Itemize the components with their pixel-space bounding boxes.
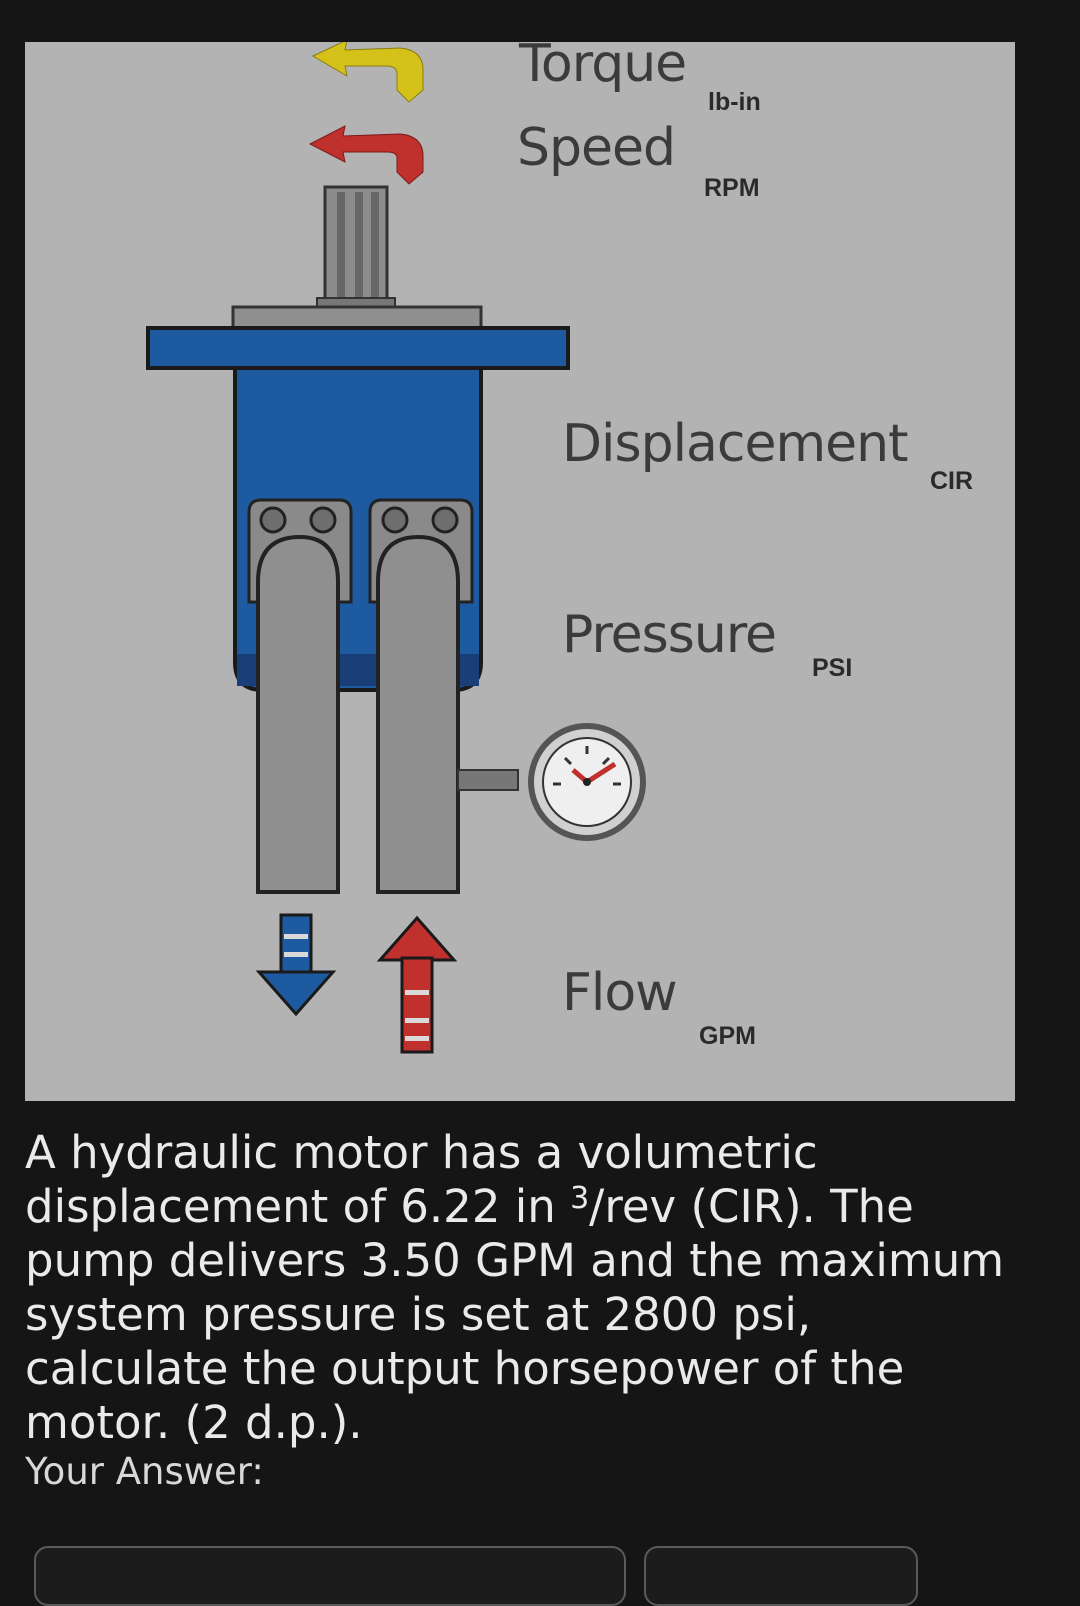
flow-out-arrow-icon — [255, 913, 337, 1017]
flow-unit-label: GPM — [699, 1022, 756, 1050]
answer-input[interactable] — [34, 1546, 626, 1606]
question-text-part2: /rev (CIR). The pump delivers 3.50 GPM a… — [25, 1180, 1005, 1449]
pipe-left — [256, 534, 340, 894]
flow-label: Flow — [562, 963, 678, 1023]
torque-unit-label: lb-in — [708, 88, 761, 116]
question-superscript: 3 — [570, 1181, 590, 1216]
pressure-label: Pressure — [562, 605, 777, 665]
answer-label: Your Answer: — [25, 1450, 264, 1493]
hydraulic-motor-diagram — [146, 42, 646, 1054]
motor-pilot — [231, 305, 483, 331]
displacement-label: Displacement — [562, 414, 908, 474]
torque-arrow-icon — [311, 42, 424, 103]
pressure-unit-label: PSI — [812, 654, 853, 682]
speed-arrow-icon — [308, 125, 424, 185]
displacement-unit-label: CIR — [930, 467, 974, 495]
question-text-part1: A hydraulic motor has a volumetric displ… — [25, 1126, 818, 1233]
flow-in-arrow-icon — [376, 915, 458, 1054]
torque-label: Torque — [519, 42, 687, 94]
question-text: A hydraulic motor has a volumetric displ… — [25, 1126, 1025, 1450]
hydraulic-motor-figure: Torque lb-in Speed RPM Displacement CIR … — [25, 42, 1015, 1101]
gauge-connector — [457, 769, 519, 791]
motor-flange — [146, 326, 570, 370]
pipe-right — [376, 534, 460, 894]
unit-select[interactable] — [644, 1546, 918, 1606]
speed-label: Speed — [517, 118, 676, 178]
speed-unit-label: RPM — [704, 174, 760, 202]
pressure-gauge-icon — [528, 723, 646, 841]
motor-shaft — [316, 185, 396, 311]
